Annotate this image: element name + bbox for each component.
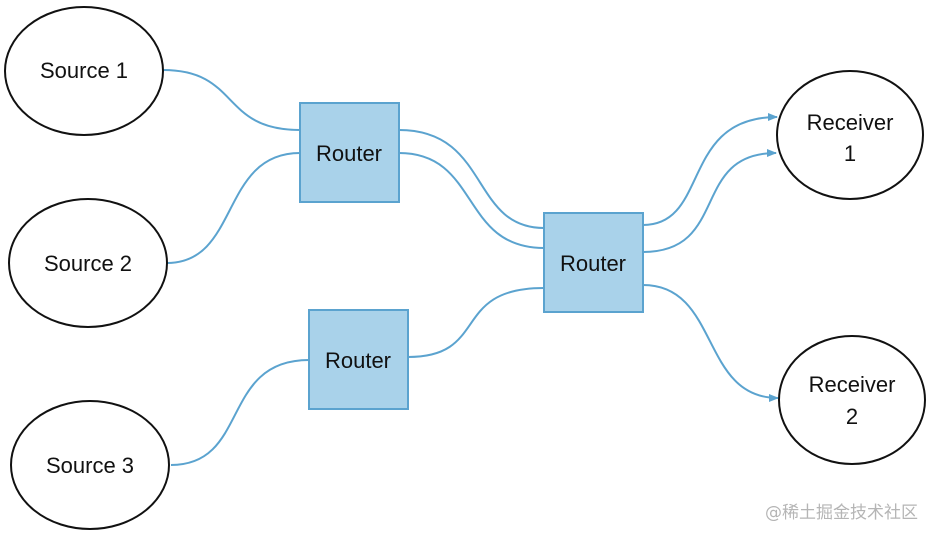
router-node-2: Router: [543, 212, 644, 313]
receiver-node-1: Receiver 1: [776, 70, 924, 200]
source-label: Source 3: [46, 453, 134, 478]
edge-router2-receiver1-top: [642, 113, 778, 226]
edge-router2-receiver2: [642, 284, 779, 402]
source-node-3: Source 3: [10, 400, 170, 530]
edge-source2-router1: [166, 152, 301, 264]
receiver-node-2: Receiver 2: [778, 335, 926, 465]
receiver-label-line2: 1: [844, 141, 856, 166]
source-node-1: Source 1: [4, 6, 164, 136]
receiver-label-line2: 2: [846, 404, 858, 429]
edge-router2-receiver1-bottom: [642, 149, 777, 253]
router-node-3: Router: [308, 309, 409, 410]
receiver-label-line1: Receiver: [807, 110, 894, 135]
edge-source1-router1: [162, 69, 301, 131]
edge-router1-router2-bottom: [398, 152, 545, 249]
edge-router3-router2: [407, 287, 545, 358]
router-label: Router: [325, 348, 391, 373]
source-label: Source 2: [44, 251, 132, 276]
router-label: Router: [560, 251, 626, 276]
edge-router1-router2-top: [398, 129, 545, 229]
router-node-1: Router: [299, 102, 400, 203]
receiver-label-line1: Receiver: [809, 372, 896, 397]
source-node-2: Source 2: [8, 198, 168, 328]
edge-source3-router3: [170, 359, 310, 466]
watermark-text: @稀土掘金技术社区: [765, 503, 918, 523]
source-label: Source 1: [40, 58, 128, 83]
router-label: Router: [316, 141, 382, 166]
